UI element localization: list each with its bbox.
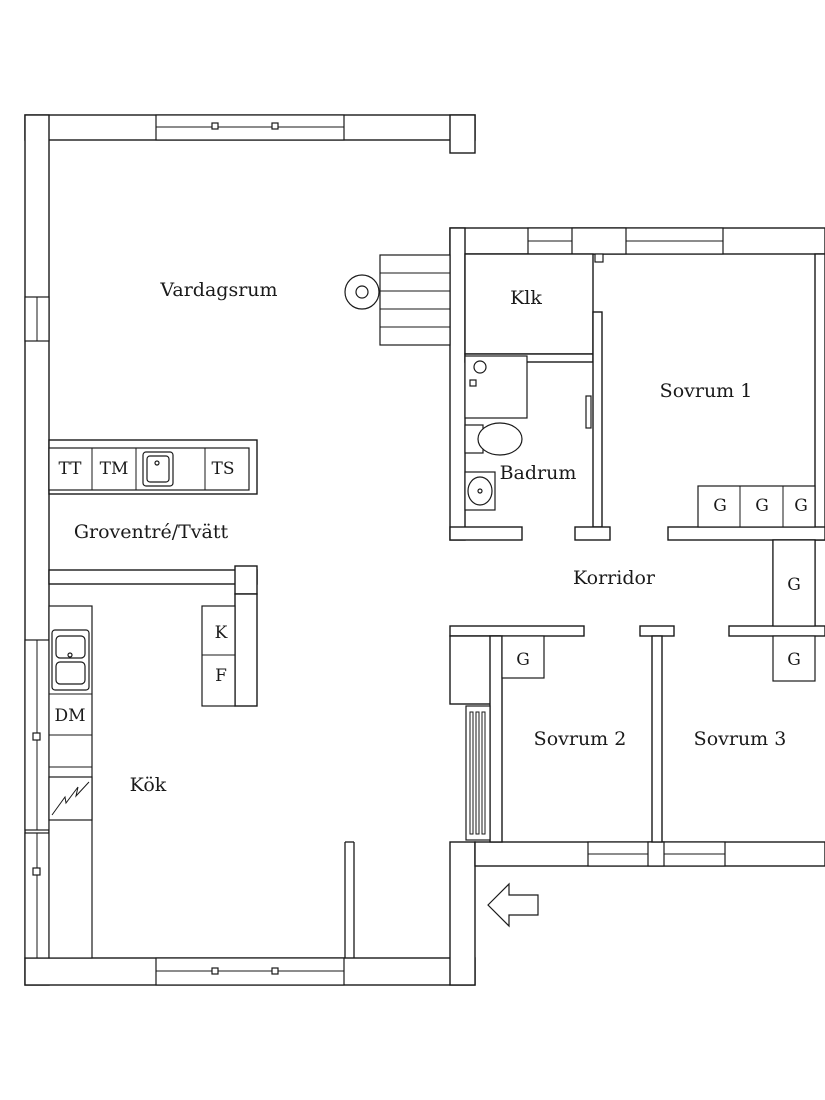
bathroom-door bbox=[585, 395, 592, 429]
label-ts: TS bbox=[212, 459, 235, 479]
toilet-icon bbox=[464, 422, 523, 456]
label-f: F bbox=[215, 666, 227, 686]
sink-icon bbox=[51, 629, 90, 691]
label-kok: Kök bbox=[130, 774, 167, 796]
label-tt: TT bbox=[59, 459, 83, 479]
stove-icon bbox=[48, 776, 93, 821]
room-labels: Vardagsrum Klk Sovrum 1 Badrum Groventré… bbox=[74, 279, 786, 796]
wardrobe-sovrum3 bbox=[772, 635, 816, 682]
label-g-sovrum3: G bbox=[787, 650, 801, 670]
entrance-arrow-icon bbox=[487, 882, 539, 928]
label-g-wardrobe-1: G bbox=[713, 496, 727, 516]
label-tm: TM bbox=[100, 459, 129, 479]
label-g-sovrum2: G bbox=[516, 650, 530, 670]
sink-icon bbox=[142, 451, 174, 487]
shower-icon bbox=[464, 355, 528, 419]
label-sovrum-1: Sovrum 1 bbox=[660, 380, 753, 402]
label-k: K bbox=[215, 623, 228, 643]
fixture-labels: TT TM TS K F DM G G G G G G bbox=[54, 459, 807, 726]
label-sovrum-3: Sovrum 3 bbox=[694, 728, 787, 750]
kitchen-counter-right bbox=[201, 605, 236, 707]
label-klk: Klk bbox=[510, 287, 542, 309]
stairs-icon bbox=[344, 254, 451, 346]
wardrobe-corridor bbox=[772, 539, 816, 627]
label-sovrum-2: Sovrum 2 bbox=[534, 728, 627, 750]
label-g-wardrobe-3: G bbox=[794, 496, 808, 516]
radiator-icon bbox=[465, 705, 491, 841]
label-badrum: Badrum bbox=[500, 462, 577, 484]
wardrobe-row-sovrum1 bbox=[697, 485, 816, 528]
wardrobe-sovrum2 bbox=[501, 635, 545, 679]
sink-icon bbox=[464, 471, 496, 511]
label-vardagsrum: Vardagsrum bbox=[159, 279, 277, 301]
label-dm: DM bbox=[54, 706, 85, 726]
windows bbox=[24, 114, 726, 986]
label-korridor: Korridor bbox=[573, 567, 656, 589]
label-g-corridor: G bbox=[787, 575, 801, 595]
label-groventre-tvatt: Groventré/Tvätt bbox=[74, 521, 229, 543]
label-g-wardrobe-2: G bbox=[755, 496, 769, 516]
